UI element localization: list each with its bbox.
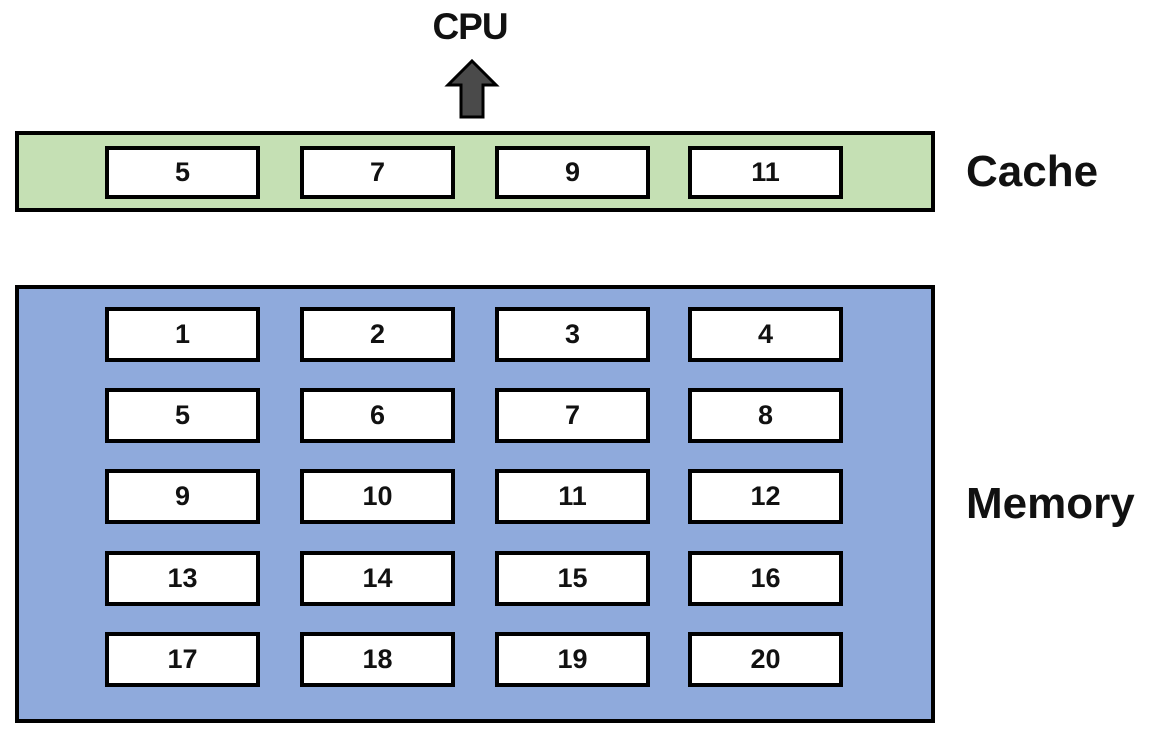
cache-label: Cache (966, 147, 1099, 196)
memory-cell: 4 (688, 307, 843, 362)
cache-cell: 5 (105, 146, 260, 199)
memory-cell: 3 (495, 307, 650, 362)
cpu-label: CPU (432, 6, 508, 47)
memory-cell: 19 (495, 632, 650, 687)
cache-cell: 11 (688, 146, 843, 199)
memory-cell: 11 (495, 469, 650, 524)
memory-cell: 13 (105, 551, 260, 606)
cache-cell: 7 (300, 146, 455, 199)
memory-cell: 16 (688, 551, 843, 606)
arrow-up-icon (444, 58, 500, 119)
memory-label: Memory (966, 479, 1135, 528)
memory-cell: 9 (105, 469, 260, 524)
memory-cell: 12 (688, 469, 843, 524)
memory-cell: 14 (300, 551, 455, 606)
memory-cell: 5 (105, 388, 260, 443)
memory-cell: 15 (495, 551, 650, 606)
memory-cell: 7 (495, 388, 650, 443)
cache-cell: 9 (495, 146, 650, 199)
memory-cell: 8 (688, 388, 843, 443)
memory-cell: 10 (300, 469, 455, 524)
memory-cell: 2 (300, 307, 455, 362)
memory-cell: 18 (300, 632, 455, 687)
memory-cell: 17 (105, 632, 260, 687)
memory-cell: 20 (688, 632, 843, 687)
memory-cell: 1 (105, 307, 260, 362)
memory-cell: 6 (300, 388, 455, 443)
